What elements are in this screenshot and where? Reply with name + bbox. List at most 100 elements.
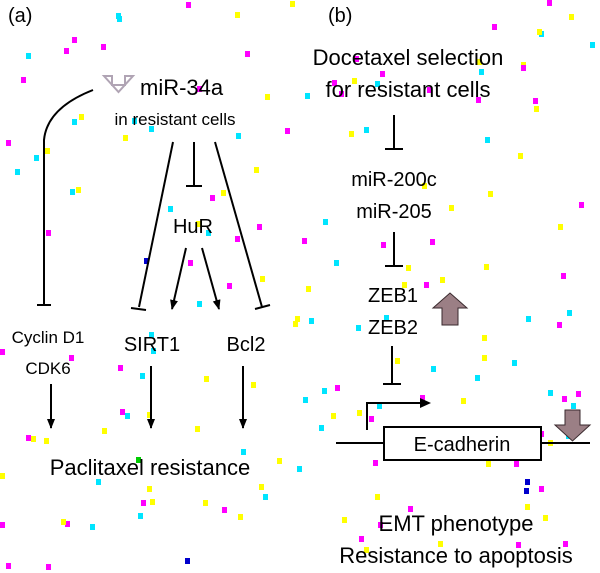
- speckle: [524, 488, 529, 494]
- speckle: [539, 486, 544, 492]
- speckle: [70, 189, 75, 195]
- zeb1-label: ZEB1: [368, 285, 418, 307]
- speckle: [323, 219, 328, 225]
- transcription-start-line: [366, 402, 425, 430]
- speckle: [197, 301, 202, 307]
- speckle: [293, 321, 298, 327]
- speckle: [6, 563, 11, 569]
- mir34a-decrease-arrow-icon: [101, 75, 136, 94]
- docetaxel-selection-label: Docetaxel selection: [313, 45, 504, 70]
- speckle: [149, 332, 154, 338]
- speckle: [486, 461, 491, 467]
- speckle: [210, 195, 215, 201]
- e-cadherin-label: E-cadherin: [414, 434, 511, 456]
- speckle: [482, 355, 487, 361]
- speckle: [138, 513, 143, 519]
- speckle: [64, 48, 69, 54]
- speckle: [125, 413, 130, 419]
- speckle: [295, 316, 300, 322]
- speckle: [251, 382, 256, 388]
- speckle: [342, 517, 347, 523]
- hur-to-sirt1-arrow: [170, 247, 187, 310]
- gene-box: [383, 426, 542, 461]
- speckle: [259, 484, 264, 490]
- speckle: [168, 206, 173, 212]
- speckle: [31, 436, 36, 442]
- speckle: [334, 260, 339, 266]
- speckle: [322, 388, 327, 394]
- speckle: [525, 504, 530, 510]
- speckle: [359, 536, 364, 542]
- speckle: [537, 29, 542, 35]
- speckle: [380, 71, 385, 77]
- speckle: [46, 564, 51, 570]
- speckle: [440, 277, 445, 283]
- speckle: [384, 315, 389, 321]
- speckle: [375, 81, 380, 87]
- speckle: [136, 457, 141, 463]
- speckle: [375, 494, 380, 500]
- speckle: [0, 473, 5, 479]
- speckle: [402, 282, 407, 288]
- ecadherin-decrease-arrow-icon: [553, 409, 592, 442]
- speckle: [579, 202, 584, 208]
- mir34a-inhibits-bcl2-line: [214, 141, 263, 308]
- speckle: [332, 80, 337, 86]
- speckle: [101, 44, 106, 50]
- speckle: [303, 397, 308, 403]
- speckle: [6, 140, 11, 146]
- hur-label: HuR: [173, 216, 213, 238]
- speckle: [534, 106, 539, 112]
- speckle: [571, 403, 576, 409]
- speckle: [254, 167, 259, 173]
- speckle: [461, 398, 466, 404]
- speckle: [61, 519, 66, 525]
- speckle: [277, 458, 282, 464]
- speckle: [260, 276, 265, 282]
- speckle: [406, 265, 411, 271]
- transcription-start-arrowhead: [420, 398, 431, 408]
- speckle: [449, 205, 454, 211]
- speckle: [123, 135, 128, 141]
- speckle: [354, 56, 359, 62]
- speckle: [331, 413, 336, 419]
- speckle: [265, 94, 270, 100]
- speckle: [0, 522, 5, 528]
- speckle: [335, 385, 340, 391]
- speckle: [76, 187, 81, 193]
- speckle: [357, 410, 362, 416]
- speckle: [558, 224, 563, 230]
- paclitaxel-resistance-label: Paclitaxel resistance: [50, 455, 251, 480]
- speckle: [364, 547, 369, 553]
- speckle: [356, 325, 361, 331]
- speckle: [235, 236, 240, 242]
- speckle: [26, 435, 31, 441]
- hur-to-bcl2-arrow: [201, 247, 221, 310]
- speckle: [227, 283, 232, 289]
- speckle: [477, 59, 482, 65]
- speckle: [0, 349, 5, 355]
- sirt1-label: SIRT1: [124, 334, 180, 356]
- speckle: [514, 461, 519, 467]
- speckle: [381, 242, 386, 248]
- speckle: [147, 412, 152, 418]
- speckle: [90, 524, 95, 530]
- bcl2-inhibition-bar: [254, 304, 271, 310]
- resistant-cells-label: for resistant cells: [325, 77, 490, 102]
- speckle: [141, 500, 146, 506]
- speckle: [476, 97, 481, 103]
- bcl2-label: Bcl2: [227, 334, 266, 356]
- speckle: [263, 494, 268, 500]
- mir205-label: miR-205: [356, 201, 432, 223]
- speckle: [185, 558, 190, 564]
- speckle: [302, 238, 307, 244]
- speckle: [96, 479, 101, 485]
- mir34a-label: miR-34a: [140, 75, 224, 100]
- speckle: [196, 221, 201, 227]
- speckle: [364, 127, 369, 133]
- speckle: [306, 286, 311, 292]
- speckle: [305, 93, 310, 99]
- speckle: [45, 148, 50, 154]
